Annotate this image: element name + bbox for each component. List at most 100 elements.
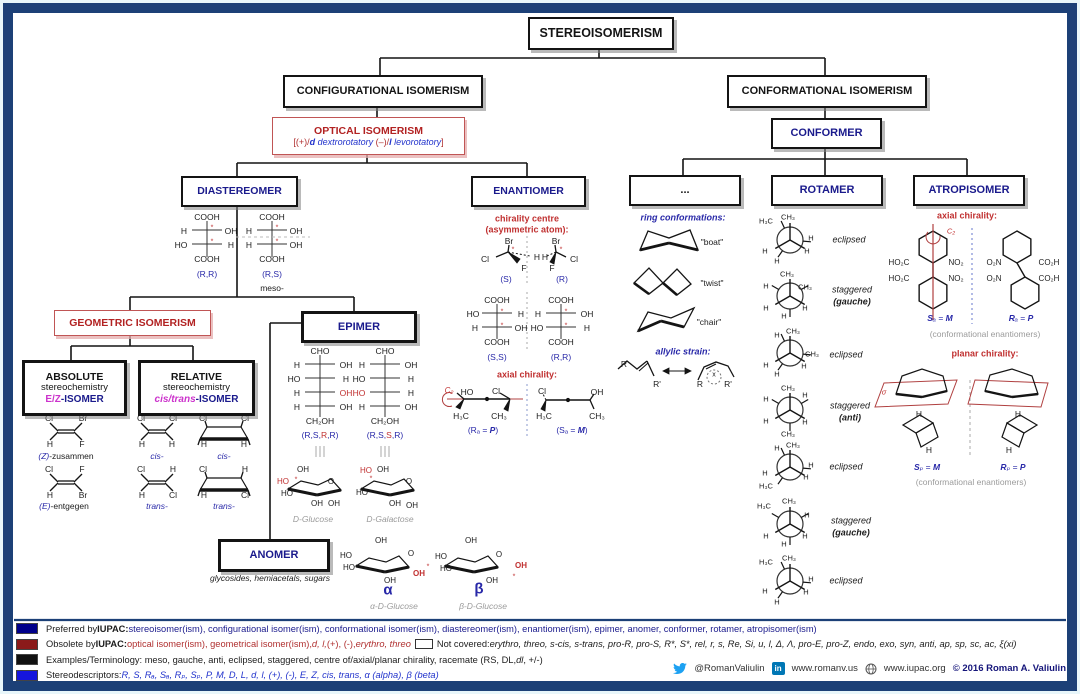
chem-label: (E)-entgegen bbox=[39, 502, 89, 511]
text-part: ] bbox=[441, 136, 444, 147]
chem-label: CH₃ bbox=[781, 212, 795, 222]
node-other-conformations: ... bbox=[629, 175, 741, 206]
legend-swatch bbox=[16, 669, 38, 681]
chem-label: HO bbox=[174, 239, 188, 250]
chem-label: HO bbox=[352, 373, 366, 384]
node-geometric-isomerism: GEOMETRIC ISOMERISM bbox=[54, 310, 211, 336]
legend-row: Obsolete by IUPAC: optical isomer(ism), … bbox=[16, 638, 1016, 650]
chem-label: OH bbox=[339, 387, 353, 398]
chem-label: CH₃ bbox=[589, 410, 605, 421]
chem-label: (R,R) bbox=[550, 351, 572, 362]
node-conformational-isomerism: CONFORMATIONAL ISOMERISM bbox=[727, 75, 927, 108]
chem-label: R' bbox=[724, 378, 732, 389]
chem-label: CH₃ bbox=[786, 440, 800, 450]
chem-label: cis- bbox=[217, 450, 231, 461]
text-part: ) bbox=[495, 424, 499, 435]
chem-label: Cl bbox=[480, 253, 490, 264]
node-stereoisomerism: STEREOISOMERISM bbox=[528, 17, 674, 50]
chem-label: H bbox=[808, 233, 814, 243]
node-epimer: EPIMER bbox=[301, 311, 417, 343]
chem-label: H bbox=[781, 311, 787, 321]
text-part: -entgegen bbox=[50, 500, 89, 511]
chem-label: D-Galactose bbox=[366, 513, 414, 524]
chem-label: OH bbox=[328, 499, 340, 508]
chem-label: trans- bbox=[213, 500, 235, 511]
chem-label: OH bbox=[465, 536, 477, 545]
chem-label: staggered bbox=[830, 515, 872, 526]
chem-label: H bbox=[541, 251, 549, 262]
chem-label: H bbox=[200, 489, 208, 500]
chem-label: HO bbox=[440, 564, 452, 573]
chem-label: H bbox=[802, 390, 808, 400]
chem-label: Cl bbox=[44, 463, 54, 474]
chem-label: Sₐ = M bbox=[927, 314, 953, 323]
node-rotamer: ROTAMER bbox=[771, 175, 883, 206]
chem-label: OH bbox=[514, 322, 528, 333]
text-part: ₚ bbox=[1006, 461, 1011, 472]
chem-label: α-D-Glucose bbox=[370, 600, 418, 611]
chem-label: α bbox=[383, 581, 393, 599]
chem-label: H bbox=[245, 239, 253, 250]
chem-label: OH bbox=[590, 386, 604, 397]
chem-label: H₃C bbox=[759, 557, 773, 567]
chem-label: H bbox=[407, 387, 415, 398]
chem-label: ring conformations: bbox=[640, 212, 726, 223]
chem-label: O bbox=[495, 550, 503, 559]
chem-label: H bbox=[763, 416, 769, 426]
chem-label: R bbox=[696, 378, 704, 389]
node-label: GEOMETRIC ISOMERISM bbox=[69, 316, 196, 329]
text-part: -zusammen bbox=[49, 450, 94, 461]
chem-label: H bbox=[46, 438, 54, 449]
chem-label: H bbox=[533, 251, 541, 262]
chem-label: * bbox=[512, 573, 516, 581]
chem-label: CH₃ bbox=[780, 269, 794, 279]
text-part: S bbox=[386, 429, 392, 440]
chem-label: CH₃ bbox=[491, 410, 507, 421]
chem-label: F bbox=[79, 438, 85, 449]
node-atropisomer: ATROPISOMER bbox=[913, 175, 1025, 206]
chem-label: CO₂H bbox=[1038, 258, 1060, 267]
chem-label: OH bbox=[224, 225, 238, 236]
chem-label: H₃C bbox=[536, 410, 552, 421]
chem-label: eclipsed bbox=[829, 461, 863, 472]
chem-label: H bbox=[46, 489, 54, 500]
chem-label: R' bbox=[653, 378, 661, 389]
chem-label: Cl bbox=[168, 412, 178, 423]
text-part: stereoisomer(ism), configurational isome… bbox=[128, 623, 817, 634]
chem-label: CH₃ bbox=[782, 496, 796, 506]
node-descriptor: cis/trans-ISOMER bbox=[155, 394, 239, 406]
text-part: Examples/Terminology: meso, gauche, anti… bbox=[46, 654, 517, 665]
chem-label: H bbox=[774, 256, 780, 266]
chem-label: H bbox=[762, 246, 768, 256]
chem-label: H bbox=[180, 225, 188, 236]
chem-label: HO bbox=[281, 489, 293, 498]
node-sublabel: stereochemistry bbox=[162, 381, 231, 393]
chem-label: axial chirality: bbox=[496, 369, 558, 380]
node-label: ANOMER bbox=[249, 549, 299, 562]
chem-label: OH bbox=[297, 465, 309, 474]
node-label: RELATIVE bbox=[170, 370, 223, 383]
chem-label: Br bbox=[551, 235, 561, 246]
chem-label: OH bbox=[377, 465, 389, 474]
chem-label: H bbox=[808, 460, 814, 470]
copyright: © 2016 Roman A. Valiulin bbox=[952, 663, 1066, 674]
chem-label: HO bbox=[360, 466, 372, 475]
chem-label: * bbox=[426, 563, 430, 571]
text-part: d, l, bbox=[311, 639, 327, 650]
chem-label: (Sₐ = M) bbox=[556, 426, 587, 435]
node-absolute-ez-isomer: ABSOLUTE stereochemistry E/Z-ISOMER bbox=[22, 360, 127, 416]
chem-label: H bbox=[583, 322, 591, 333]
text-part: (Z) bbox=[38, 450, 50, 461]
chem-label: Br bbox=[504, 235, 514, 246]
chem-label: * bbox=[210, 224, 214, 232]
chem-label: OH bbox=[413, 569, 425, 578]
chem-label: (conformational enantiomers) bbox=[915, 476, 1027, 487]
chem-label: H bbox=[200, 438, 208, 449]
chem-label: (R) bbox=[556, 273, 568, 284]
chem-label: OH bbox=[515, 561, 527, 570]
legend-swatch bbox=[414, 639, 433, 650]
chem-label: Cl bbox=[198, 463, 208, 474]
linkedin-icon: in bbox=[771, 662, 785, 675]
node-label: CONFORMATIONAL ISOMERISM bbox=[741, 85, 913, 98]
